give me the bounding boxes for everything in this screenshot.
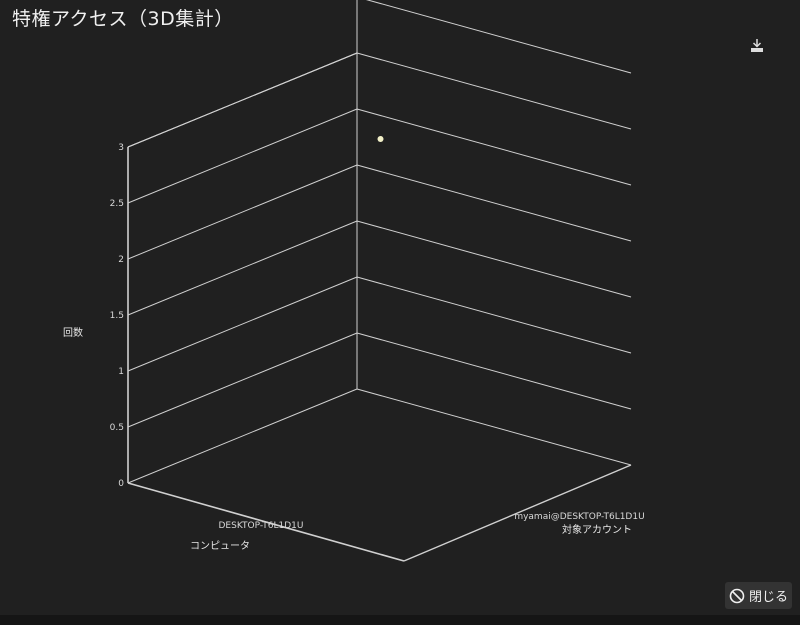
z-gridline-left [127,164,358,260]
y-tick-label: myamai@DESKTOP-T6L1D1U [514,512,644,522]
z-gridline-left [127,276,358,372]
floor-edge-back [356,388,632,466]
z-gridline-left [127,332,358,428]
z-gridline-back [356,164,632,242]
z-gridline-back [365,0,632,74]
z-gridline-back [356,52,632,130]
y-axis-title: 対象アカウント [562,523,632,536]
z-gridline-left [127,52,358,148]
z-axis-title: 回数 [63,326,83,339]
floor-edge-front [127,482,405,562]
z-tick-label: 1.5 [110,311,124,321]
z-gridline-left [127,108,358,204]
close-button[interactable]: 閉じる [725,582,792,609]
z-gridline-back [356,108,632,186]
download-icon[interactable] [749,38,765,54]
bottom-bar [0,615,800,625]
x-tick-label: DESKTOP-T6L1D1U [219,521,304,531]
z-tick-label: 3 [118,143,124,153]
z-tick-label: 2.5 [110,199,124,209]
data-point[interactable] [377,136,384,142]
floor-edge-right [403,464,632,562]
z-gridline-left [127,220,358,316]
z-tick-label: 1 [118,367,124,377]
z-gridline-back [356,332,632,410]
no-entry-icon [729,588,745,603]
floor-edge-left [127,388,358,484]
x-axis-title: コンピュータ [190,540,250,552]
close-button-label: 閉じる [748,590,788,605]
z-gridline-back [356,276,632,354]
page-title: 特権アクセス（3D集計） [12,8,234,30]
z-tick-label: 0 [118,479,124,489]
z-gridline-back [356,220,632,298]
z-tick-label: 2 [118,255,124,265]
z-tick-label: 0.5 [110,423,124,433]
